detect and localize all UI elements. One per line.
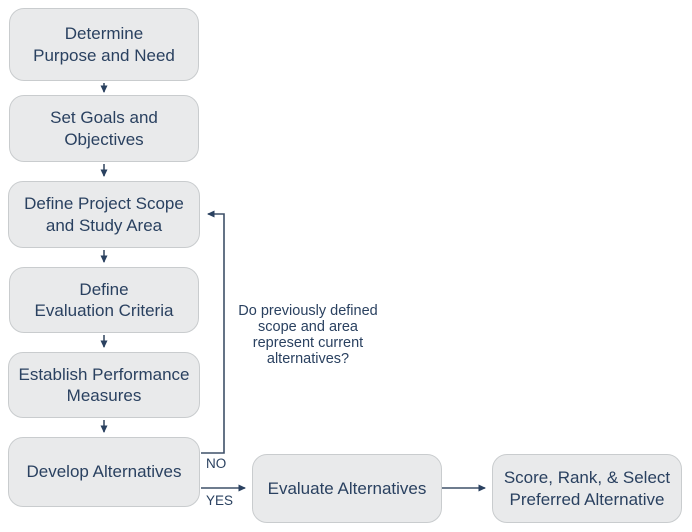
flow-node-define-project-scope-and-study-area: Define Project Scope and Study Area [8,181,200,248]
flow-node-establish-performance-measures: Establish Performance Measures [8,352,200,418]
flow-node-determine-purpose-and-need: Determine Purpose and Need [9,8,199,81]
flow-node-define-evaluation-criteria: Define Evaluation Criteria [9,267,199,333]
flow-node-set-goals-and-objectives: Set Goals and Objectives [9,95,199,162]
flow-node-score-rank-select-preferred-alternative: Score, Rank, & Select Preferred Alternat… [492,454,682,523]
edge-label-yes: YES [206,493,234,508]
flow-node-develop-alternatives: Develop Alternatives [8,437,200,507]
flow-node-evaluate-alternatives: Evaluate Alternatives [252,454,442,523]
edge-label-no: NO [206,456,227,471]
decision-question-text: Do previously defined scope and area rep… [238,303,378,367]
